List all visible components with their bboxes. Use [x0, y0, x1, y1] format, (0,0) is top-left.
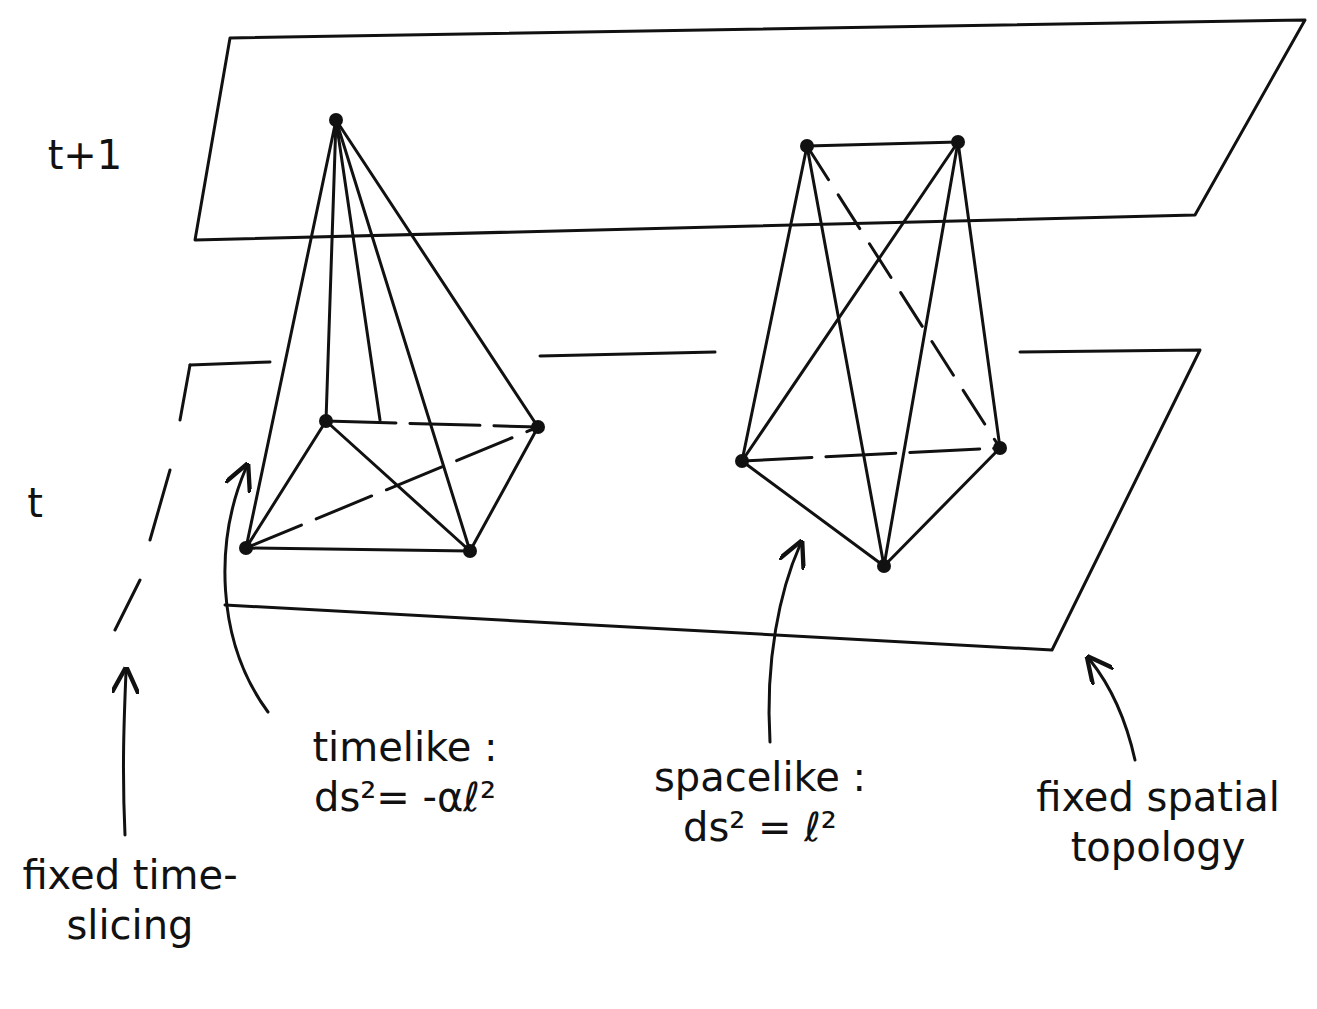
slice-label: t — [10, 478, 60, 528]
timelike-simplex — [246, 120, 538, 551]
leader-arrow — [123, 672, 126, 835]
spatial-slice — [540, 352, 715, 356]
callout-text: spacelike : ds² = ℓ² — [630, 752, 890, 852]
callout-text: fixed time-slicing — [5, 850, 255, 950]
callout-text: timelike : ds²= -αℓ² — [280, 722, 530, 822]
slice-label: t+1 — [40, 130, 130, 180]
spatial-slice — [225, 350, 1200, 650]
callout-text: fixed spatial topology — [1008, 772, 1308, 872]
leader-arrow — [225, 468, 268, 712]
leader-arrow — [1090, 660, 1135, 760]
spatial-slice — [115, 365, 190, 630]
spacelike-simplex — [742, 142, 1000, 566]
vertex — [239, 113, 1007, 573]
spatial-slice — [190, 362, 270, 365]
leader-arrow — [769, 545, 800, 742]
